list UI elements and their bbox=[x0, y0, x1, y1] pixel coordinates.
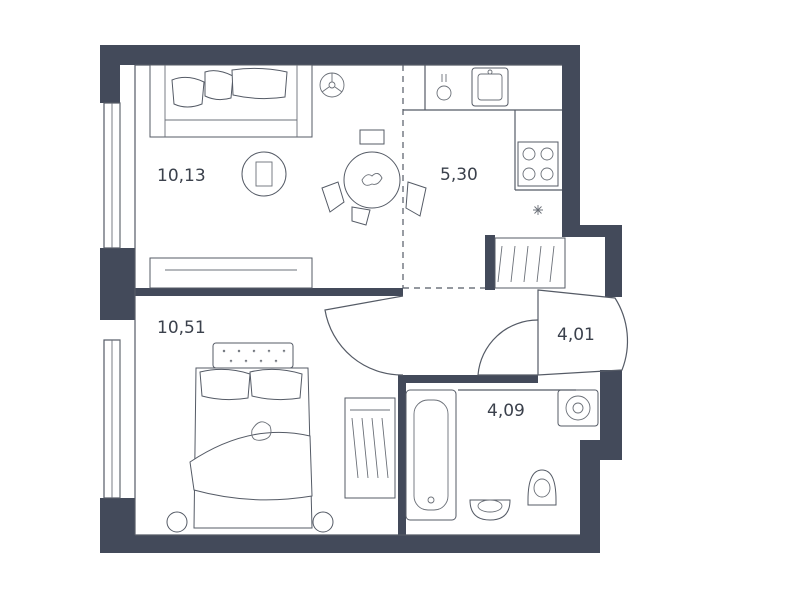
headboard bbox=[212, 342, 294, 369]
tv-stand bbox=[149, 257, 313, 289]
hallway-furniture bbox=[477, 237, 629, 376]
walls bbox=[100, 45, 622, 553]
hallway-area: 4,01 bbox=[557, 325, 595, 345]
right-lamp-icon bbox=[312, 511, 334, 533]
toilet-icon bbox=[527, 469, 557, 506]
sink-icon bbox=[471, 67, 509, 107]
living-furniture bbox=[149, 64, 313, 289]
windows bbox=[103, 102, 121, 499]
washing-machine-icon bbox=[557, 389, 599, 427]
area-labels: 10,13 5,30 10,51 4,01 4,09 bbox=[157, 165, 595, 421]
wardrobe bbox=[344, 397, 396, 499]
hall-wardrobe bbox=[494, 237, 566, 289]
rug-icon bbox=[241, 151, 287, 197]
bathroom-area: 4,09 bbox=[487, 401, 525, 421]
kitchen-furniture bbox=[319, 65, 562, 226]
washbasin-icon bbox=[469, 499, 511, 521]
left-lamp-icon bbox=[166, 511, 188, 533]
stove-icon bbox=[517, 141, 559, 187]
bathroom-furniture bbox=[405, 389, 599, 521]
living-room-area: 10,13 bbox=[157, 166, 206, 186]
bedroom-area: 10,51 bbox=[157, 318, 206, 338]
kitchen-area: 5,30 bbox=[440, 165, 478, 185]
dining-table bbox=[343, 151, 401, 209]
bedroom-furniture bbox=[166, 295, 404, 533]
bathtub bbox=[405, 389, 457, 521]
